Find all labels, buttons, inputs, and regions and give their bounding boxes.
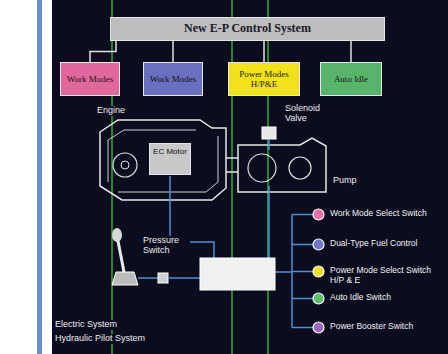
- mode-box-text: Power Modes H/P&E: [232, 69, 296, 90]
- switch-symbol: [312, 208, 325, 221]
- switch-symbol: [313, 209, 324, 220]
- scan-line: [267, 0, 269, 354]
- controller: [200, 258, 275, 290]
- motor-box-text: EC Motor: [153, 147, 187, 156]
- mode-box: Power Modes H/P&E: [228, 62, 300, 96]
- pump-rotor: [248, 154, 276, 182]
- motor-box: EC Motor: [149, 143, 191, 175]
- part-label: Solenoid Valve: [284, 104, 330, 124]
- mode-box: Auto Idle: [320, 62, 382, 96]
- switch-symbol: [312, 265, 325, 278]
- mode-box-text: Auto Idle: [334, 74, 368, 84]
- switch-symbol: [312, 321, 325, 334]
- engine-pulley: [121, 161, 129, 169]
- switch-item: Work Mode Select Switch: [312, 208, 438, 221]
- wire: [268, 139, 270, 258]
- pump-body: [238, 138, 326, 192]
- wire: [168, 277, 200, 279]
- switch-label: Power Booster Switch: [330, 321, 413, 332]
- pressure-switch: [158, 273, 168, 283]
- engine-outline: [100, 120, 226, 200]
- scan-line: [231, 0, 233, 354]
- switch-item: Auto Idle Switch: [312, 292, 438, 305]
- switch-item: Power Mode Select Switch H/P & E: [312, 265, 438, 286]
- scan-line: [111, 0, 113, 354]
- shaft: [226, 158, 238, 172]
- part-label: Pump: [332, 176, 358, 186]
- switch-label: Dual-Type Fuel Control: [330, 238, 417, 249]
- switch-label: Auto Idle Switch: [330, 292, 391, 303]
- engine-detail: [108, 130, 218, 192]
- switch-label: Power Mode Select Switch H/P & E: [330, 265, 438, 286]
- bracket-connector: [350, 41, 352, 62]
- bracket-connector: [90, 41, 116, 62]
- solenoid-valve: [262, 127, 276, 139]
- switch-symbol: [313, 293, 324, 304]
- pump-rotor: [289, 157, 311, 179]
- wire: [138, 277, 158, 279]
- switch-symbol: [313, 239, 324, 250]
- edge-bar: [37, 0, 42, 354]
- mode-box-text: Work Modes: [67, 74, 114, 84]
- margin: [0, 0, 52, 354]
- bracket-connector: [172, 41, 174, 62]
- mode-box-text: Work Modes: [150, 74, 197, 84]
- joystick-lever: [118, 241, 124, 272]
- part-label: Pressure Switch: [142, 236, 190, 256]
- mode-box: Work Modes: [143, 62, 203, 96]
- wire: [275, 215, 313, 328]
- switch-symbol: [312, 292, 325, 305]
- legend-text: Hydraulic Pilot System: [54, 334, 146, 344]
- title-box-text: New E-P Control System: [184, 22, 311, 36]
- joystick-knob: [112, 228, 122, 242]
- switch-item: Dual-Type Fuel Control: [312, 238, 438, 251]
- bracket-connector: [263, 41, 265, 62]
- part-label: Engine: [96, 106, 126, 116]
- legend-text: Electric System: [54, 320, 118, 330]
- engine-pulley: [113, 153, 137, 177]
- switch-item: Power Booster Switch: [312, 321, 438, 334]
- switch-symbol: [313, 322, 324, 333]
- joystick-base: [112, 272, 138, 285]
- switch-symbol: [312, 238, 325, 251]
- title-box: New E-P Control System: [110, 17, 385, 41]
- switch-symbol: [313, 266, 324, 277]
- panel: [52, 0, 448, 354]
- mode-box: Work Modes: [60, 62, 120, 96]
- switch-label: Work Mode Select Switch: [330, 208, 427, 219]
